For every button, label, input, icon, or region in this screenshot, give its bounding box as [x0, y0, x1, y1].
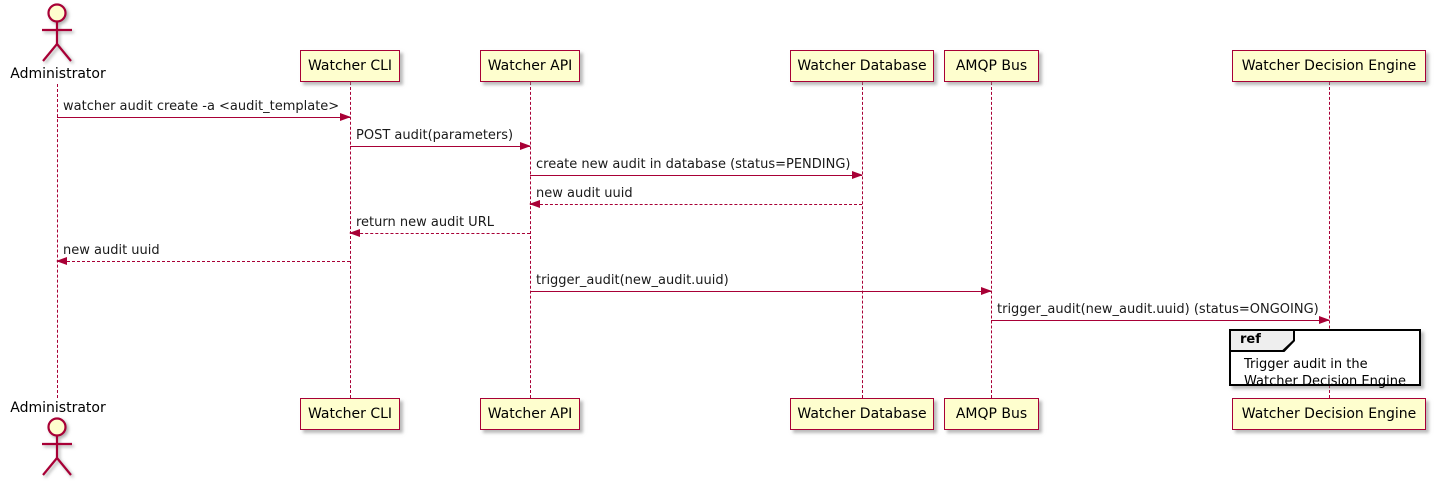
ref-body: Trigger audit in the Watcher Decision En… [1231, 331, 1419, 390]
arrowhead-left-icon [56, 257, 67, 265]
participant-box-amqp-bus: AMQP Bus [944, 50, 1039, 82]
participant-box-watcher-database-bottom: Watcher Database [790, 398, 934, 430]
arrowhead-right-icon [340, 113, 351, 121]
participant-box-watcher-decision-engine: Watcher Decision Engine [1232, 50, 1426, 82]
lifeline-watcher-cli [349, 82, 351, 398]
participant-label: Watcher CLI [307, 58, 393, 74]
actor-icon [39, 3, 75, 69]
message-label: watcher audit create -a <audit_template> [63, 99, 340, 114]
ref-header: ref [1229, 329, 1295, 352]
participant-label: AMQP Bus [955, 58, 1028, 74]
message-line [991, 316, 1330, 324]
participant-label: Watcher Database [797, 58, 927, 74]
message-2: POST audit(parameters) [350, 128, 531, 150]
ref-text-line-2: Watcher Decision Engine [1244, 374, 1406, 389]
participant-label: Watcher Decision Engine [1241, 406, 1417, 422]
message-1: watcher audit create -a <audit_template> [57, 99, 351, 121]
lifeline-watcher-decision-engine [1328, 82, 1330, 398]
participant-label: Watcher CLI [307, 406, 393, 422]
message-line [349, 229, 530, 237]
message-line [56, 257, 350, 265]
ref-fragment: ref Trigger audit in the Watcher Decisio… [1229, 329, 1421, 389]
message-label: trigger_audit(new_audit.uuid) [536, 273, 729, 288]
arrowhead-left-icon [349, 229, 360, 237]
participant-box-watcher-cli: Watcher CLI [300, 50, 400, 82]
participant-label: AMQP Bus [955, 406, 1028, 422]
message-6: new audit uuid [56, 243, 350, 265]
ref-keyword: ref [1231, 331, 1293, 350]
message-3: create new audit in database (status=PEN… [530, 157, 863, 179]
message-label: POST audit(parameters) [356, 128, 514, 143]
message-7: trigger_audit(new_audit.uuid) [530, 273, 992, 295]
message-8: trigger_audit(new_audit.uuid) (status=ON… [991, 302, 1330, 324]
participant-box-watcher-api: Watcher API [480, 50, 580, 82]
lifeline-amqp-bus [990, 82, 992, 398]
lifeline-watcher-api [529, 82, 531, 398]
lifeline-administrator [56, 84, 58, 398]
actor-label-top: Administrator [10, 66, 106, 82]
message-line [529, 200, 862, 208]
participant-box-watcher-database: Watcher Database [790, 50, 934, 82]
message-line [57, 113, 351, 121]
arrowhead-left-icon [529, 200, 540, 208]
message-label: trigger_audit(new_audit.uuid) (status=ON… [997, 302, 1319, 317]
ref-text-line-1: Trigger audit in the [1244, 357, 1368, 372]
participant-box-watcher-decision-engine-bottom: Watcher Decision Engine [1232, 398, 1426, 430]
message-5: return new audit URL [349, 215, 530, 237]
message-line [530, 287, 992, 295]
participant-label: Watcher Decision Engine [1241, 58, 1417, 74]
arrowhead-right-icon [1319, 316, 1330, 324]
message-label: create new audit in database (status=PEN… [536, 157, 851, 172]
message-label: new audit uuid [63, 243, 160, 258]
participant-label: Watcher API [487, 406, 573, 422]
participant-box-watcher-cli-bottom: Watcher CLI [300, 398, 400, 430]
arrowhead-right-icon [852, 171, 863, 179]
participant-box-amqp-bus-bottom: AMQP Bus [944, 398, 1039, 430]
arrowhead-right-icon [981, 287, 992, 295]
participant-label: Watcher Database [797, 406, 927, 422]
message-line [350, 142, 531, 150]
participant-box-watcher-api-bottom: Watcher API [480, 398, 580, 430]
actor-label-bottom: Administrator [10, 400, 106, 416]
actor-icon [39, 417, 75, 483]
message-line [530, 171, 863, 179]
lifeline-watcher-database [861, 82, 863, 398]
message-4: new audit uuid [529, 186, 862, 208]
arrowhead-right-icon [520, 142, 531, 150]
message-label: return new audit URL [356, 215, 494, 230]
participant-label: Watcher API [487, 58, 573, 74]
message-label: new audit uuid [536, 186, 633, 201]
